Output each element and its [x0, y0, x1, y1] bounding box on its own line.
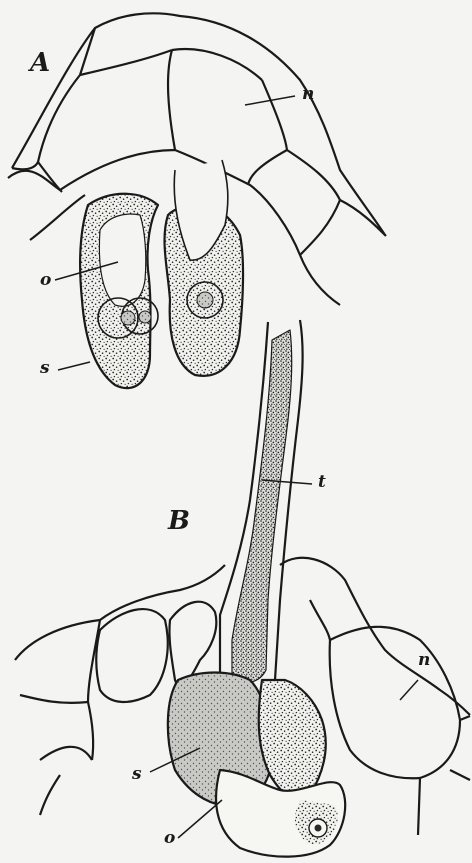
cell-b: [15, 565, 225, 660]
cell-b: [88, 620, 100, 702]
cell-b: [20, 695, 88, 703]
cell-wall: [262, 80, 287, 150]
label-n-b: n: [418, 652, 430, 669]
cell-wall: [248, 150, 287, 185]
leader-o-b: [178, 800, 222, 838]
cell-b: [450, 770, 470, 780]
cell-wall: [287, 150, 340, 200]
cell-b: [460, 716, 470, 720]
cell-wall: [340, 200, 386, 236]
cell-wall: [300, 200, 340, 255]
cell-wall: [38, 75, 80, 162]
panel-b-label: B: [168, 508, 190, 534]
leader-n-b: [400, 680, 418, 700]
cell-b: [96, 609, 167, 702]
panel-b-drawing: [15, 320, 470, 857]
cell-b: [40, 747, 92, 760]
nucleus-inner: [197, 292, 213, 308]
label-o-a: o: [40, 272, 51, 289]
cell-b: [310, 600, 330, 640]
panel-a-drawing: [8, 13, 386, 388]
nucleus-inner: [121, 311, 135, 325]
label-o-b: o: [164, 830, 175, 847]
egg-cell-left-clear: [99, 214, 145, 306]
cell-wall: [172, 49, 262, 80]
cell-wall: [168, 50, 175, 150]
egg-nucleolus-b: [315, 825, 322, 832]
cell-wall: [80, 50, 172, 75]
cell-b: [330, 627, 460, 778]
label-n-a: n: [302, 86, 314, 103]
cell-wall: [80, 28, 95, 75]
leader-s-a: [58, 362, 90, 370]
cell-b: [418, 778, 420, 835]
label-t-b: t: [318, 474, 326, 491]
nucleus-inner: [139, 311, 151, 323]
cell-b: [280, 558, 470, 715]
label-s-a: s: [40, 360, 50, 377]
cell-b: [40, 775, 60, 815]
label-s-b: s: [132, 766, 142, 783]
cell-wall: [30, 195, 85, 240]
second-cell-b: [259, 680, 326, 800]
panel-a-label: A: [30, 50, 50, 76]
cell-b: [88, 702, 93, 760]
pollen-tube-inner: [232, 330, 292, 682]
